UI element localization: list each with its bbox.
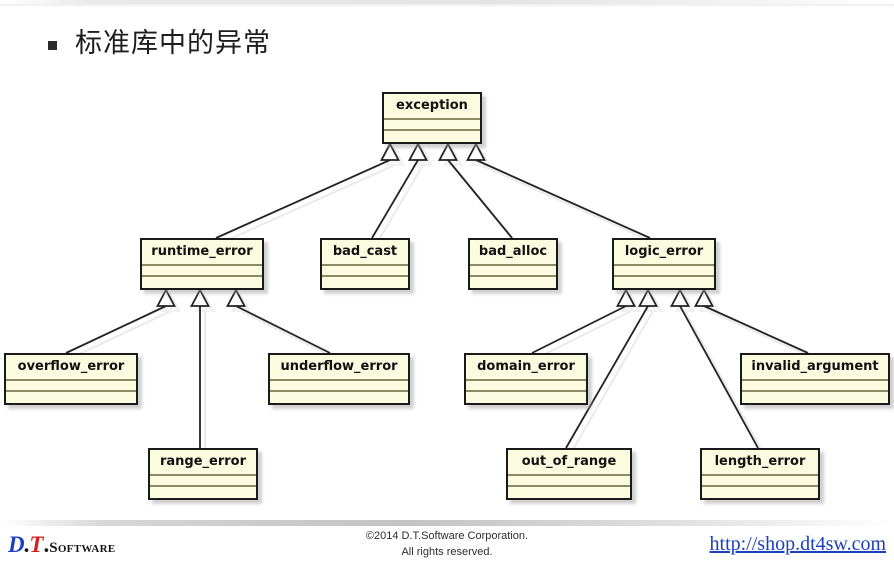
uml-class-name-bad_cast: bad_cast [322,240,408,266]
uml-class-name-range_error: range_error [150,450,256,476]
copyright-block: ©2014 D.T.Software Corporation. All righ… [0,528,894,560]
uml-operations-compartment-out_of_range [508,487,630,498]
uml-attributes-compartment-bad_alloc [470,266,556,277]
copyright-line-1: ©2014 D.T.Software Corporation. [365,530,529,542]
uml-class-name-underflow_error: underflow_error [270,355,408,381]
top-decoration-band [0,0,894,7]
uml-operations-compartment-underflow_error [270,392,408,403]
logo-letter-t: T [29,532,44,557]
uml-class-underflow_error[interactable]: underflow_error [268,353,410,405]
uml-attributes-compartment-domain_error [466,381,586,392]
uml-attributes-compartment-overflow_error [6,381,136,392]
logo-dot-second: . [43,532,50,557]
uml-class-overflow_error[interactable]: overflow_error [4,353,138,405]
uml-class-name-invalid_argument: invalid_argument [742,355,888,381]
inheritance-edge-invalid_argument-to-logic_error [694,288,814,359]
uml-attributes-compartment-underflow_error [270,381,408,392]
uml-class-bad_alloc[interactable]: bad_alloc [468,238,558,290]
uml-attributes-compartment-range_error [150,476,256,487]
uml-class-range_error[interactable]: range_error [148,448,258,500]
uml-operations-compartment-runtime_error [142,277,262,288]
uml-operations-compartment-bad_cast [322,277,408,288]
uml-class-bad_cast[interactable]: bad_cast [320,238,410,290]
logo-dot-first: . [23,532,30,557]
uml-operations-compartment-range_error [150,487,256,498]
inheritance-edge-underflow_error-to-runtime_error [226,288,336,359]
uml-class-name-out_of_range: out_of_range [508,450,630,476]
uml-class-name-logic_error: logic_error [614,240,714,266]
uml-operations-compartment-overflow_error [6,392,136,403]
inheritance-edge-overflow_error-to-runtime_error [65,288,181,359]
slide-footer: D . T . Software ©2014 D.T.Software Corp… [0,524,894,563]
uml-class-logic_error[interactable]: logic_error [612,238,716,290]
uml-attributes-compartment-exception [384,120,480,131]
copyright-line-2: All rights reserved. [401,546,493,558]
shop-url-link[interactable]: http://shop.dt4sw.com [709,533,886,555]
inheritance-edge-domain_error-to-logic_error [531,288,641,359]
inheritance-edge-logic_error-to-exception [466,142,656,244]
uml-class-name-runtime_error: runtime_error [142,240,262,266]
footer-divider [0,520,894,526]
slide-title: 标准库中的异常 [48,30,271,57]
uml-class-out_of_range[interactable]: out_of_range [506,448,632,500]
uml-attributes-compartment-bad_cast [322,266,408,277]
uml-attributes-compartment-invalid_argument [742,381,888,392]
dt-software-logo: D . T . Software [8,532,116,558]
uml-class-exception[interactable]: exception [382,92,482,144]
uml-operations-compartment-bad_alloc [470,277,556,288]
uml-attributes-compartment-length_error [702,476,818,487]
inheritance-edge-bad_cast-to-exception [371,142,433,244]
inheritance-edge-layer [65,142,814,454]
uml-class-name-overflow_error: overflow_error [6,355,136,381]
square-bullet-icon [48,41,57,50]
uml-operations-compartment-logic_error [614,277,714,288]
uml-class-name-exception: exception [384,94,480,120]
uml-class-invalid_argument[interactable]: invalid_argument [740,353,890,405]
uml-class-length_error[interactable]: length_error [700,448,820,500]
uml-operations-compartment-length_error [702,487,818,498]
logo-word-software: Software [49,540,116,556]
uml-operations-compartment-invalid_argument [742,392,888,403]
uml-class-name-domain_error: domain_error [466,355,586,381]
inheritance-edge-bad_alloc-to-exception [438,142,518,244]
uml-class-name-bad_alloc: bad_alloc [470,240,556,266]
uml-attributes-compartment-runtime_error [142,266,262,277]
page-title: 标准库中的异常 [75,28,271,59]
uml-class-domain_error[interactable]: domain_error [464,353,588,405]
inheritance-edge-runtime_error-to-exception [215,142,405,244]
uml-class-runtime_error[interactable]: runtime_error [140,238,264,290]
uml-attributes-compartment-logic_error [614,266,714,277]
logo-letter-d: D [8,532,25,557]
uml-attributes-compartment-out_of_range [508,476,630,487]
inheritance-edge-range_error-to-runtime_error [190,288,215,453]
uml-operations-compartment-domain_error [466,392,586,403]
uml-class-name-length_error: length_error [702,450,818,476]
uml-operations-compartment-exception [384,131,480,142]
